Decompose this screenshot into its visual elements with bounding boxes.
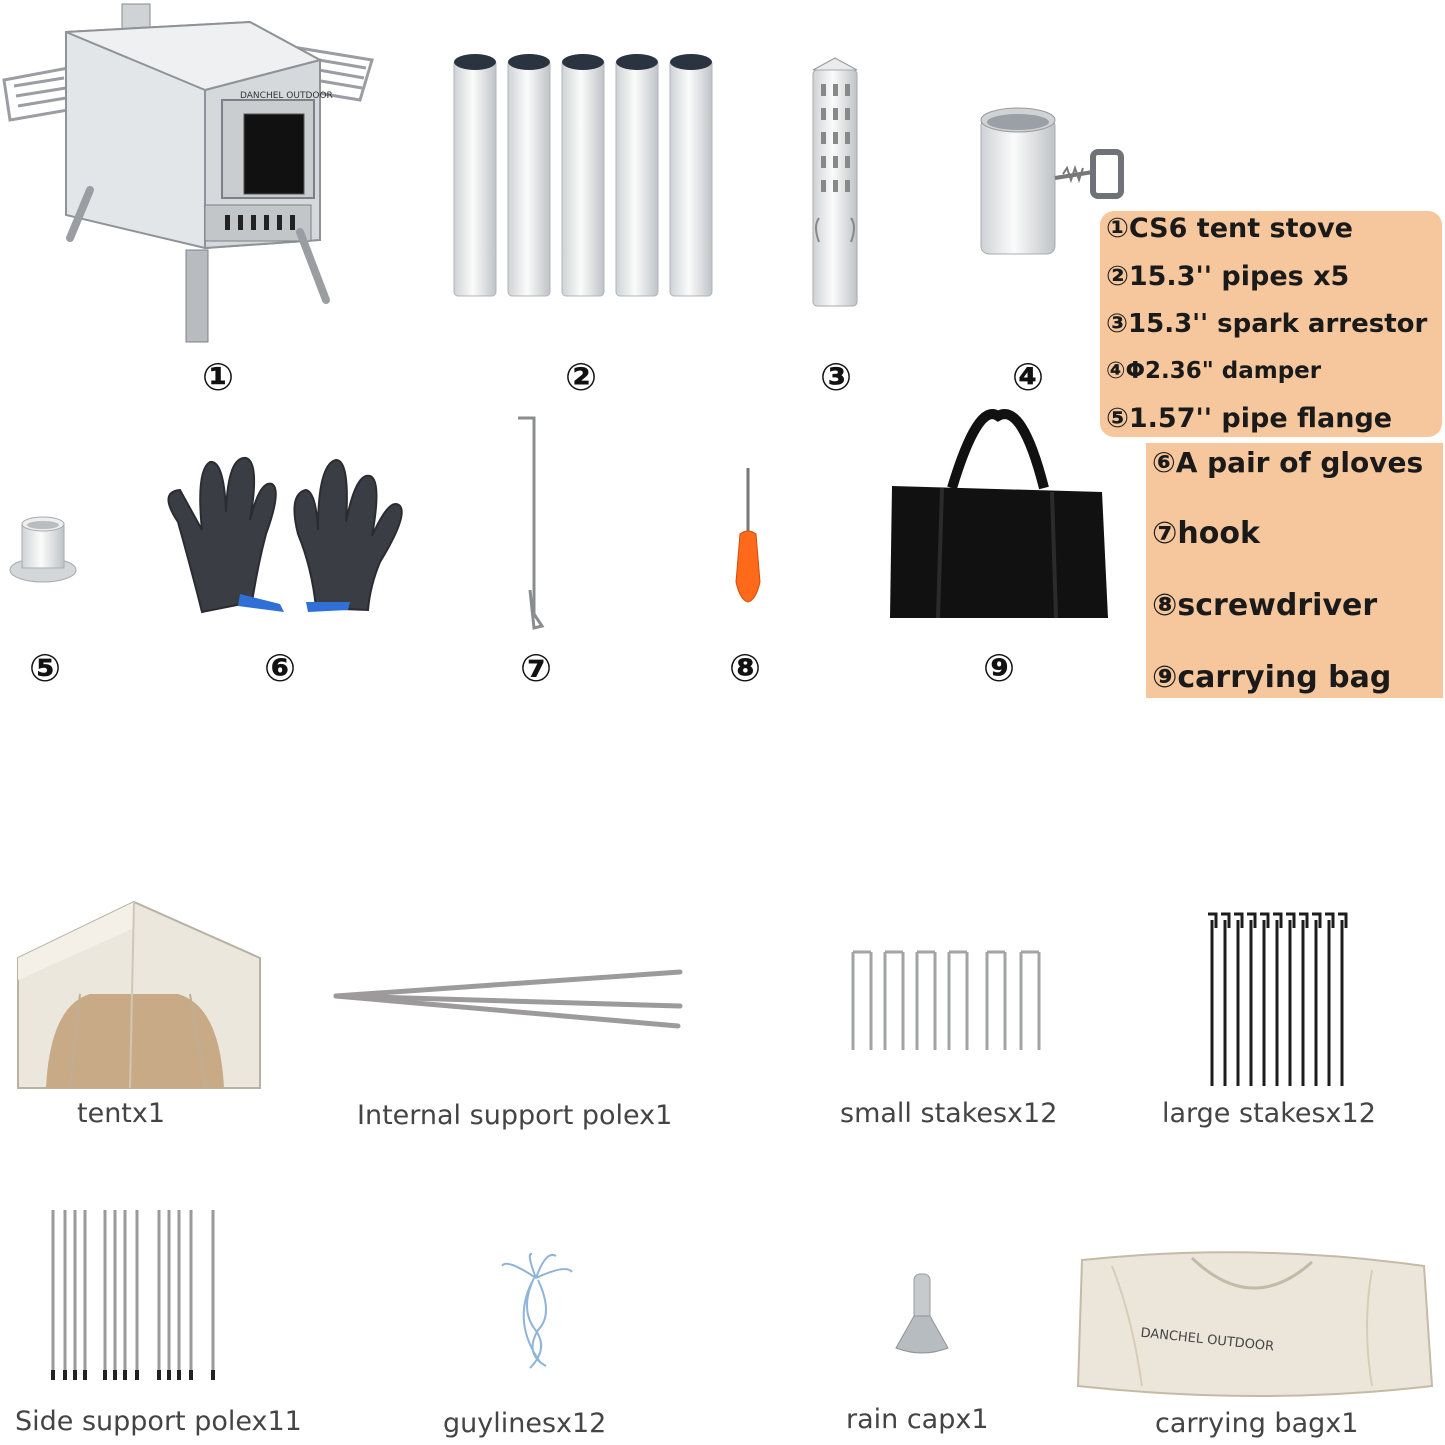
item-number-1: ① bbox=[202, 355, 235, 399]
item-number-9: ⑨ bbox=[983, 646, 1016, 690]
legend-item-1: ①CS6 tent stove bbox=[1106, 213, 1353, 244]
guylines-label: guylinesx12 bbox=[443, 1408, 607, 1439]
large-stakes-image bbox=[1208, 912, 1348, 1086]
item-number-8: ⑧ bbox=[729, 646, 762, 690]
guylines-image bbox=[501, 1252, 573, 1369]
item-number-4: ④ bbox=[1012, 355, 1045, 399]
tent-label: tentx1 bbox=[77, 1098, 166, 1129]
large-stakes-label: large stakesx12 bbox=[1162, 1098, 1376, 1129]
legend-item-4: ④Φ2.36" damper bbox=[1106, 358, 1322, 384]
legend-item-6: ⑥A pair of gloves bbox=[1152, 446, 1424, 479]
legend-item-3: ③15.3'' spark arrestor bbox=[1106, 309, 1428, 339]
spark-arrestor-image bbox=[812, 57, 858, 307]
rain-cap-label: rain capx1 bbox=[846, 1404, 989, 1435]
small-stakes-label: small stakesx12 bbox=[840, 1098, 1058, 1129]
item-number-3: ③ bbox=[820, 355, 853, 399]
hook-image bbox=[518, 416, 545, 630]
screwdriver-image bbox=[735, 468, 761, 603]
item-number-2: ② bbox=[565, 355, 598, 399]
legend-item-9: ⑨carrying bag bbox=[1152, 660, 1392, 695]
legend-item-7: ⑦hook bbox=[1152, 516, 1260, 551]
internal-support-pole-label: Internal support polex1 bbox=[357, 1100, 673, 1131]
item-number-6: ⑥ bbox=[264, 646, 297, 690]
stove-carrying-bag-image bbox=[890, 409, 1108, 619]
tent-stove-image: DANCHEL OUTDOOR bbox=[2, 3, 374, 343]
pipes-image bbox=[453, 54, 713, 297]
stove-brand-text: DANCHEL OUTDOOR bbox=[240, 91, 333, 101]
gloves-image bbox=[167, 456, 403, 614]
side-support-pole-image bbox=[51, 1210, 215, 1380]
legend-item-5: ⑤1.57'' pipe flange bbox=[1106, 403, 1393, 434]
tent-carrying-bag-label: carrying bagx1 bbox=[1155, 1408, 1359, 1439]
legend-item-2: ②15.3'' pipes x5 bbox=[1106, 261, 1350, 292]
legend-item-8: ⑧screwdriver bbox=[1152, 588, 1378, 623]
item-number-7: ⑦ bbox=[520, 646, 553, 690]
side-support-pole-label: Side support polex11 bbox=[15, 1406, 302, 1437]
item-number-5: ⑤ bbox=[29, 646, 62, 690]
legend-box-items-6-9: ⑥A pair of gloves ⑦hook ⑧screwdriver ⑨ca… bbox=[1146, 443, 1443, 698]
pipe-flange-image bbox=[9, 516, 77, 583]
legend-box-items-1-5: ①CS6 tent stove ②15.3'' pipes x5 ③15.3''… bbox=[1100, 211, 1442, 437]
damper-image bbox=[980, 107, 1124, 255]
rain-cap-image bbox=[895, 1273, 949, 1354]
small-stakes-image bbox=[851, 950, 1041, 1050]
internal-support-pole-image bbox=[333, 969, 683, 1029]
tent-image bbox=[17, 900, 261, 1089]
tent-carrying-bag-image: DANCHEL OUTDOOR bbox=[1076, 1251, 1434, 1397]
